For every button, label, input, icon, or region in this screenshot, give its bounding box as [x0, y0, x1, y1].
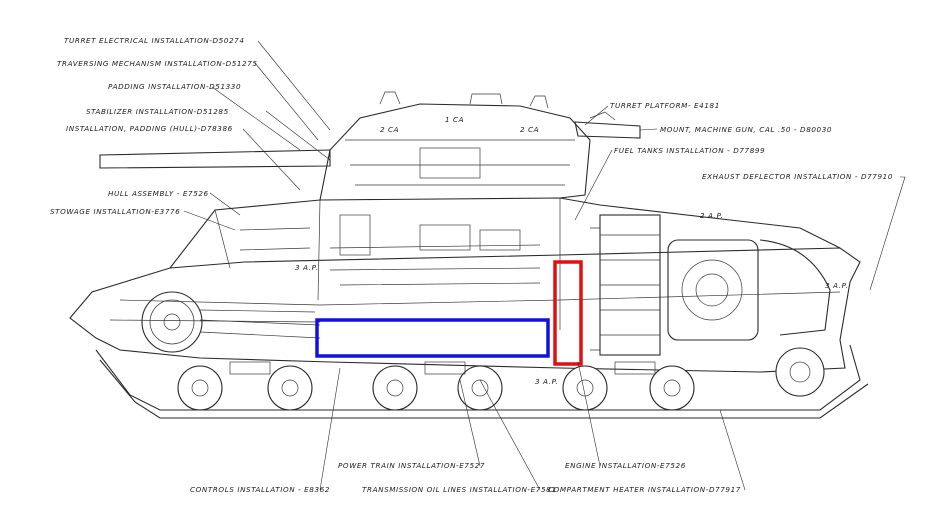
engine-mark-b: 3 A.P. — [825, 281, 848, 290]
callout-labels: TURRET ELECTRICAL INSTALLATION-D50274 TR… — [50, 36, 893, 494]
turret-mark-scale: 2 CA — [380, 125, 399, 134]
label-padding-hull: INSTALLATION, PADDING (HULL)-D78386 — [66, 124, 233, 133]
suspension — [95, 344, 869, 419]
label-hull-assembly: HULL ASSEMBLY - E7526 — [108, 189, 209, 198]
label-compartment-heater: COMPARTMENT HEATER INSTALLATION-D77917 — [548, 485, 741, 494]
transmission-highlight-box — [315, 318, 550, 358]
leader-lines — [183, 40, 906, 491]
hull-mark-left: 3 A.P. — [295, 263, 318, 272]
label-exhaust-deflector: EXHAUST DEFLECTOR INSTALLATION - D77910 — [702, 172, 893, 181]
label-turret-platform: TURRET PLATFORM- E4181 — [610, 101, 720, 110]
engine-mark-a: 2 A.P. — [700, 211, 723, 220]
turret-mark-right: 2 CA — [520, 125, 539, 134]
engine-highlight-box — [553, 260, 583, 366]
label-turret-electrical: TURRET ELECTRICAL INSTALLATION-D50274 — [64, 36, 245, 45]
label-traversing-mechanism: TRAVERSING MECHANISM INSTALLATION-D51275 — [57, 59, 258, 68]
engine-compartment: 2 A.P. 3 A.P. 3 A.P. 3 A.P. — [295, 211, 848, 386]
label-controls: CONTROLS INSTALLATION - E8362 — [190, 485, 330, 494]
label-engine: ENGINE INSTALLATION-E7526 — [565, 461, 686, 470]
label-stowage: STOWAGE INSTALLATION-E3776 — [50, 207, 180, 216]
label-mount-mg: MOUNT, MACHINE GUN, CAL .50 - D80030 — [660, 125, 832, 134]
label-power-train: POWER TRAIN INSTALLATION-E7527 — [338, 461, 485, 470]
label-transmission-oil: TRANSMISSION OIL LINES INSTALLATION-E758… — [362, 485, 557, 494]
label-padding: PADDING INSTALLATION-D51330 — [108, 82, 241, 91]
label-stabilizer: STABILIZER INSTALLATION-D51285 — [86, 107, 229, 116]
turret: 2 CA 1 CA 2 CA — [99, 91, 641, 201]
label-fuel-tanks: FUEL TANKS INSTALLATION - D77899 — [614, 146, 765, 155]
tank-hull — [69, 197, 861, 373]
hull-mark-ap: 3 A.P. — [535, 377, 558, 386]
turret-mark-center: 1 CA — [445, 115, 464, 124]
